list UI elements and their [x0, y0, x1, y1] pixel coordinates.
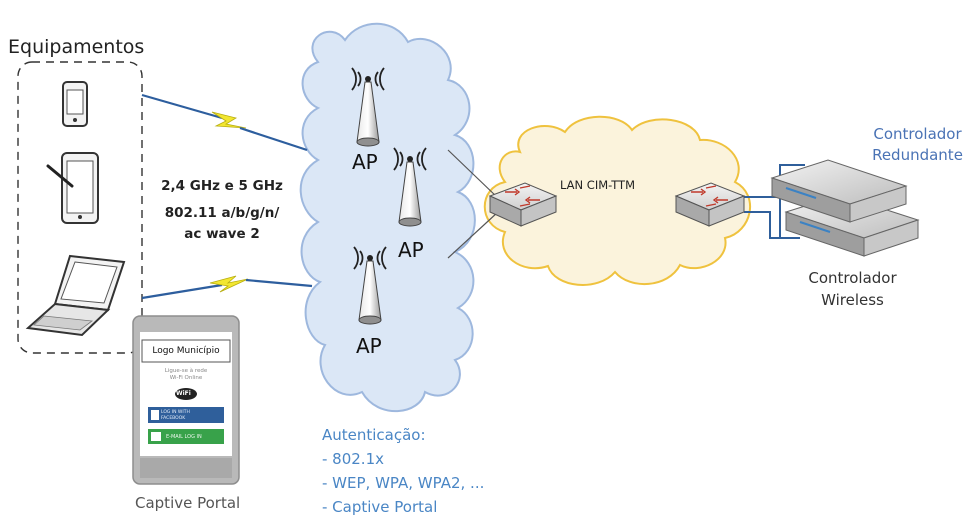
controller-redundant-line2: Redundante	[872, 146, 963, 164]
authentication-list: Autenticação: - 802.1x - WEP, WPA, WPA2,…	[322, 423, 484, 519]
phone-icon	[62, 81, 88, 127]
access-point-icon-3	[353, 246, 387, 325]
captive-portal-phone	[132, 315, 240, 485]
standard-label-line2: ac wave 2	[184, 226, 260, 242]
access-point-icon-1	[351, 67, 385, 147]
portal-logo-text: Logo Município	[152, 346, 220, 356]
link-switch-controller-bottom	[744, 211, 800, 239]
auth-heading: Autenticação:	[322, 426, 426, 444]
frequency-label: 2,4 GHz e 5 GHz	[161, 178, 283, 194]
controller-wireless-label: Controlador Wireless	[800, 267, 905, 311]
controller-server-top	[770, 159, 908, 223]
lan-cloud	[483, 115, 752, 286]
controller-redundant-line1: Controlador	[873, 125, 962, 143]
controller-wireless-line2: Wireless	[821, 291, 884, 309]
auth-item: - 802.1x	[322, 450, 384, 468]
laptop-icon	[25, 254, 126, 337]
devices-title: Equipamentos	[8, 36, 145, 58]
lan-label: LAN CIM-TTM	[560, 178, 636, 192]
captive-portal-caption: Captive Portal	[135, 494, 241, 512]
wireless-link-top	[141, 93, 308, 152]
controller-wireless-line1: Controlador	[808, 269, 897, 287]
portal-facebook-line2: FACEBOOK	[161, 416, 186, 421]
switch-icon-left	[488, 182, 558, 227]
ap-label-3: AP	[356, 334, 382, 358]
access-point-icon-2	[393, 147, 427, 227]
switch-icon-right	[674, 182, 746, 227]
frequency-labels: 2,4 GHz e 5 GHz 802.11 a/b/g/n/ ac wave …	[157, 173, 287, 248]
portal-connect-text: Ligue-se à rede Wi-Fi Online	[148, 368, 224, 382]
auth-item: - Captive Portal	[322, 498, 438, 516]
wifi-badge-icon: WiFi	[176, 390, 191, 397]
ap-cloud	[299, 22, 476, 413]
link-ap-switch-bottom	[447, 211, 499, 259]
ap-label-1: AP	[352, 150, 378, 174]
devices-group-box	[17, 61, 143, 354]
ap-label-2: AP	[398, 238, 424, 262]
portal-connect-line1: Ligue-se à rede	[164, 368, 208, 374]
portal-connect-line2: Wi-Fi Online	[169, 375, 203, 381]
portal-email-button[interactable]: E-MAIL LOG IN	[166, 434, 202, 440]
auth-item: - WEP, WPA, WPA2, ...	[322, 474, 485, 492]
wireless-link-bottom	[141, 275, 313, 300]
tablet-icon	[46, 152, 99, 224]
controller-redundant-label: Controlador Redundante	[860, 124, 975, 166]
portal-facebook-line1: LOG IN WITH	[161, 410, 190, 415]
portal-facebook-button[interactable]: LOG IN WITH FACEBOOK	[161, 410, 216, 422]
standard-label-line1: 802.11 a/b/g/n/	[164, 205, 280, 221]
link-ap-switch-top	[447, 149, 499, 199]
